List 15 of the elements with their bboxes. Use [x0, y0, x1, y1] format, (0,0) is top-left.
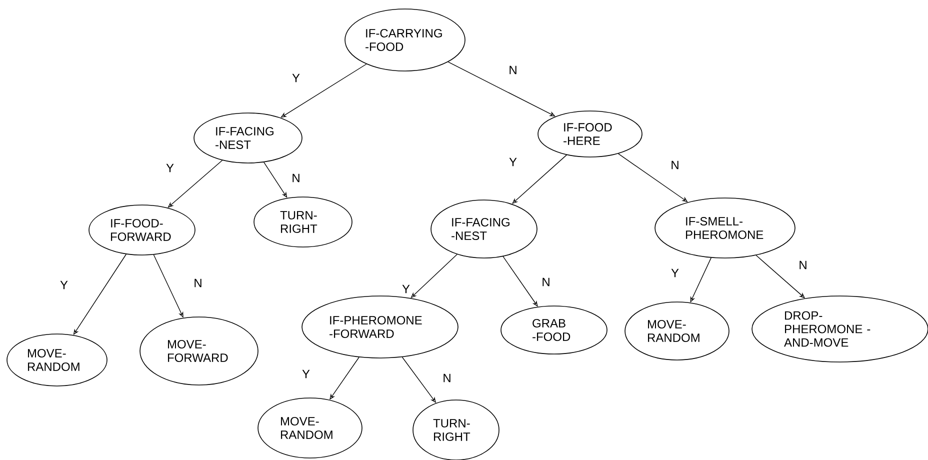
edge-label: N [292, 174, 300, 182]
edge-label: N [672, 160, 678, 170]
edge-label: Y [402, 284, 410, 294]
edge-label: Y [509, 158, 517, 166]
edge-label: Y [60, 280, 68, 290]
edge-label: Y [292, 74, 300, 82]
edge-label: N [444, 374, 450, 382]
edge-label: Y [302, 370, 310, 378]
edge-label: N [542, 278, 550, 286]
edge-label: N [194, 278, 202, 288]
edge-label: N [800, 260, 806, 270]
edge-label: Y [671, 268, 679, 278]
edge-label: Y [166, 164, 174, 172]
edge-label: N [510, 66, 516, 74]
arrow [264, 162, 288, 198]
